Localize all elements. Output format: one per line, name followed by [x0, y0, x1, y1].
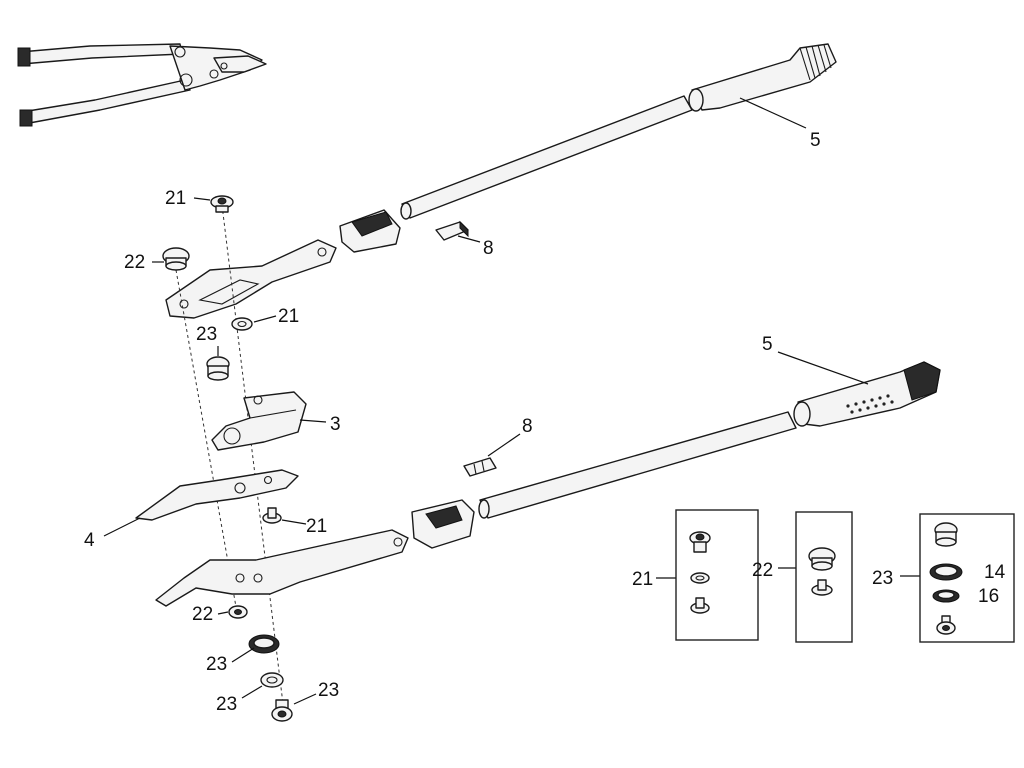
upper-handle-grip: [688, 43, 837, 112]
label-anvil: 3: [330, 414, 341, 435]
label-washer-bottom-a: 23: [206, 654, 227, 675]
label-spacer-top: 23: [196, 324, 217, 345]
bolt-top: [210, 195, 234, 213]
upper-ferrule: [339, 209, 401, 253]
lower-ferrule: [411, 499, 475, 549]
kit-21: 21: [632, 509, 759, 641]
bushing-bottom: [228, 605, 248, 619]
assembled-lopper-thumbnail: [17, 43, 267, 127]
part-labels: 5 5 8 8 21 22 21 23 3 4 21 22 23 23 23: [84, 130, 821, 715]
washer-bottom-b: [260, 672, 284, 688]
kit-22: 22: [752, 511, 853, 643]
spacer-top: [206, 356, 230, 381]
leader-lines: [103, 97, 980, 705]
label-nut-top: 21: [306, 516, 327, 537]
kit-23-sub-label-14: 14: [984, 562, 1006, 583]
kit-23: 23 14 16: [872, 513, 1015, 643]
assembly-axis-right: [221, 204, 285, 713]
label-bushing-top: 22: [124, 252, 145, 273]
cutting-blade: [135, 469, 299, 521]
label-grip-bottom: 5: [762, 334, 773, 355]
label-plug-bottom: 8: [522, 416, 533, 437]
label-plug-top: 8: [483, 238, 494, 259]
bushing-top: [162, 247, 190, 271]
lower-handle-grip: [793, 361, 941, 427]
washer-bottom-a: [248, 634, 280, 654]
upper-plug: [435, 220, 469, 241]
label-grip-top: 5: [810, 130, 821, 151]
lower-jaw-arm: [155, 529, 409, 607]
upper-jaw-arm: [165, 239, 337, 319]
label-washer-bottom-b: 23: [216, 694, 237, 715]
label-washer-top: 21: [278, 306, 299, 327]
nut-mid: [262, 507, 282, 524]
label-bolt-top: 21: [165, 188, 186, 209]
upper-handle-tube: [400, 95, 693, 220]
label-bushing-bottom: 22: [192, 604, 213, 625]
lower-plug: [463, 457, 497, 477]
kit-21-label: 21: [632, 569, 653, 590]
lower-handle-tube: [478, 411, 797, 519]
anvil-part: [211, 391, 307, 451]
label-blade: 4: [84, 530, 95, 551]
kit-22-label: 22: [752, 560, 773, 581]
kit-23-sub-label-16: 16: [978, 586, 999, 607]
washer-top: [231, 317, 253, 331]
bolt-bottom: [271, 699, 293, 722]
label-bolt-bottom: 23: [318, 680, 339, 701]
kit-23-label: 23: [872, 568, 893, 589]
